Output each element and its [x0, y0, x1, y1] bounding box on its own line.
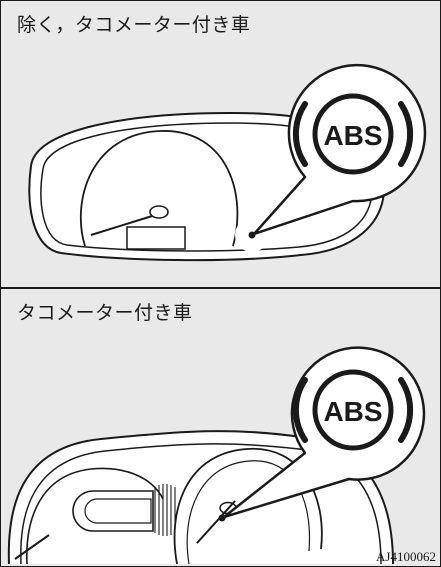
panel-caption: 除く，タコメーター付き車	[17, 14, 251, 36]
panel-caption: タコメーター付き車	[17, 302, 193, 324]
abs-warning-lamp-icon: ABS	[292, 369, 414, 451]
needle-hub	[149, 205, 169, 219]
instrument-cluster-illustration: ABS	[28, 63, 427, 262]
instrument-cluster-illustration: ABS	[7, 346, 426, 565]
gauge-capsule	[72, 490, 154, 532]
speedometer-dial	[79, 130, 239, 247]
abs-label: ABS	[323, 396, 382, 427]
figure-code: AJ4100062	[376, 549, 436, 564]
left-gauge-needle	[14, 534, 50, 560]
panel-divider	[1, 287, 440, 289]
abs-label: ABS	[323, 120, 382, 151]
panel-without-tachometer: 除く，タコメーター付き車 ABS	[1, 1, 440, 287]
abs-warning-lamp-icon: ABS	[292, 93, 414, 175]
left-gauge	[26, 467, 164, 565]
speedometer-needle	[196, 500, 236, 544]
odometer-window	[126, 226, 186, 250]
panel-with-tachometer: タコメーター付き車	[1, 289, 440, 566]
